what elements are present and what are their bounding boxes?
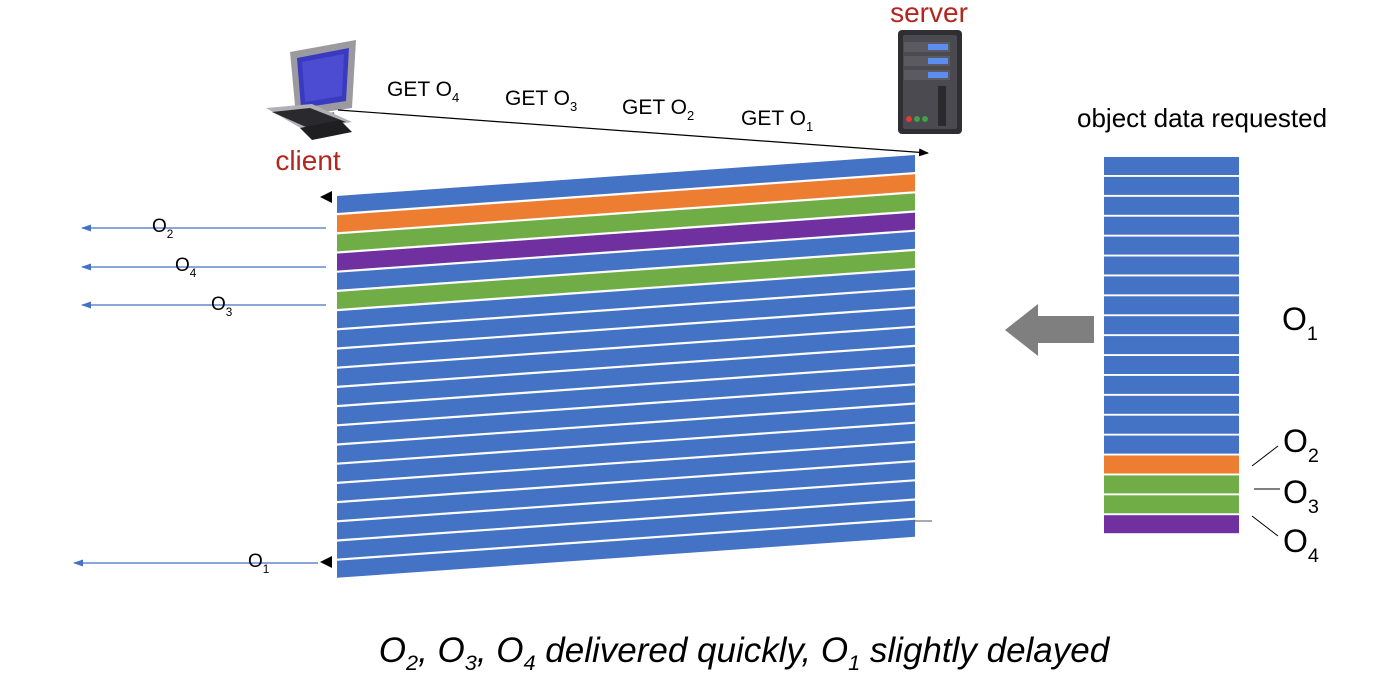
stack-block-o1 [1104,196,1239,215]
stack-block-o1 [1104,276,1239,295]
stripe-o1 [337,423,915,482]
stripe-o1 [337,519,915,578]
object-data-stack [1104,157,1239,534]
object-leader-o2 [1251,445,1279,467]
stack-block-o1 [1104,236,1239,255]
response-top-arrowhead [320,191,332,203]
stripe-o1 [337,404,915,463]
stack-block-o1 [1104,415,1239,434]
stack-block-o3 [1104,495,1239,514]
stack-block-o1 [1104,336,1239,355]
stack-block-o1 [1104,157,1239,175]
response-bottom-arrowhead [320,556,332,568]
arrival-label-o3: O3 [211,294,233,319]
stack-block-o3 [1104,475,1239,494]
server-icon [898,30,962,134]
caption: O2, O3, O4 delivered quickly, O1 slightl… [379,631,1111,675]
client-computer-icon [266,40,356,140]
request-label-o2: GET O2 [622,96,694,123]
stack-block-o1 [1104,356,1239,374]
stack-block-o4 [1104,515,1239,534]
object-leader-o4 [1251,515,1279,537]
stripe-o1 [337,327,915,386]
stripe-o1 [337,366,915,425]
stack-block-o2 [1104,455,1239,474]
stack-block-o1 [1104,176,1239,195]
request-line [337,109,929,157]
object-label-o4: O4 [1283,523,1319,567]
stripe-o1 [337,443,915,501]
request-label-o1: GET O1 [741,107,813,134]
request-label-o4: GET O4 [387,78,459,105]
stack-block-o1 [1104,256,1239,275]
stripe-o1 [337,347,915,405]
stack-block-o1 [1104,316,1239,335]
arrival-label-o2: O2 [152,216,173,241]
stripe-o1 [337,155,915,213]
stack-block-o1 [1104,395,1239,414]
arrival-label-o1: O1 [248,551,269,576]
stripe-o4 [337,212,915,271]
stack-block-o1 [1104,216,1239,235]
request-label-o3: GET O3 [505,87,577,114]
stripe-o1 [337,500,915,559]
stripe-o2 [337,174,915,233]
stack-block-o1 [1104,296,1239,315]
stripe-o1 [337,385,915,444]
object-label-o3: O3 [1283,474,1319,518]
gray-left-arrow [1005,304,1094,356]
stripe-o1 [337,289,915,348]
stripe-o1 [337,308,915,367]
stack-block-o1 [1104,375,1239,394]
stripe-o1 [337,481,915,540]
arrival-label-o4: O4 [175,255,197,280]
stack-block-o1 [1104,435,1239,454]
stripe-o3 [337,193,915,252]
server-label: server [890,0,968,28]
object-column-title: object data requested [1077,103,1327,133]
stripe-o3 [337,251,915,309]
stripe-o1 [337,462,915,521]
object-label-o2: O2 [1283,423,1319,467]
response-stripes [337,155,915,578]
stripe-o1 [337,270,915,329]
stripe-o1 [337,231,915,290]
object-label-o1: O1 [1282,301,1318,345]
client-label: client [275,145,341,176]
